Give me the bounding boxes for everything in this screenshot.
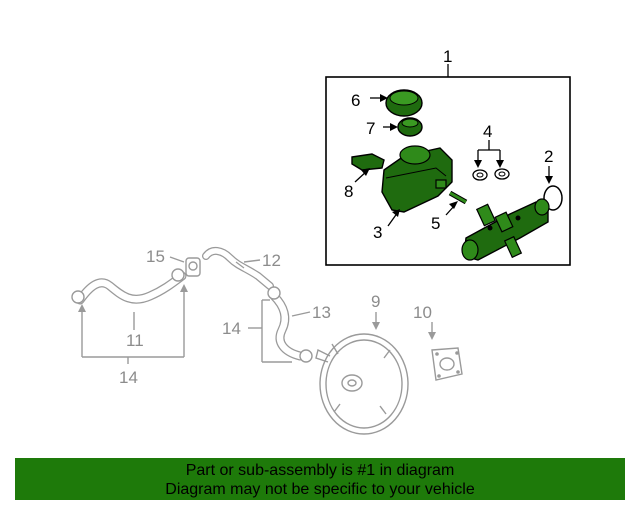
seal-ring-part[interactable] bbox=[543, 185, 563, 211]
callout-14-right[interactable]: 14 bbox=[222, 319, 241, 338]
callout-3[interactable]: 3 bbox=[373, 223, 382, 242]
bracket-part[interactable] bbox=[351, 153, 385, 171]
strainer-part[interactable] bbox=[397, 117, 423, 137]
pin-part[interactable] bbox=[448, 190, 468, 205]
gasket-part[interactable] bbox=[431, 347, 463, 381]
callout-13[interactable]: 13 bbox=[312, 303, 331, 322]
callout-1[interactable]: 1 bbox=[443, 47, 452, 66]
callout-14-left[interactable]: 14 bbox=[119, 368, 138, 387]
callout-6[interactable]: 6 bbox=[351, 91, 360, 110]
callout-15[interactable]: 15 bbox=[146, 247, 165, 266]
callout-5[interactable]: 5 bbox=[431, 214, 440, 233]
callout-7[interactable]: 7 bbox=[366, 119, 375, 138]
callout-10[interactable]: 10 bbox=[413, 303, 432, 322]
banner-line-2: Diagram may not be specific to your vehi… bbox=[165, 481, 475, 498]
callout-4[interactable]: 4 bbox=[483, 122, 492, 141]
parts-diagram: 1 6 7 8 3 5 4 bbox=[71, 47, 571, 435]
hose-part-13[interactable] bbox=[267, 286, 313, 363]
hose-part-12[interactable] bbox=[202, 247, 274, 290]
clamp-part-15[interactable] bbox=[185, 257, 201, 277]
banner-line-1: Part or sub-assembly is #1 in diagram bbox=[185, 462, 455, 479]
master-cylinder-part[interactable] bbox=[461, 198, 550, 261]
callout-12[interactable]: 12 bbox=[262, 251, 281, 270]
callout-2[interactable]: 2 bbox=[544, 147, 553, 166]
hose-part-11[interactable] bbox=[71, 268, 187, 305]
info-banner: Part or sub-assembly is #1 in diagram Di… bbox=[15, 458, 625, 500]
reservoir-cap-part[interactable] bbox=[385, 89, 423, 117]
callout-8[interactable]: 8 bbox=[344, 182, 353, 201]
callout-9[interactable]: 9 bbox=[371, 292, 380, 311]
reservoir-part[interactable] bbox=[381, 145, 453, 213]
callout-11[interactable]: 11 bbox=[126, 331, 144, 350]
grommet-part[interactable] bbox=[472, 168, 510, 181]
brake-booster-part[interactable] bbox=[315, 333, 409, 435]
